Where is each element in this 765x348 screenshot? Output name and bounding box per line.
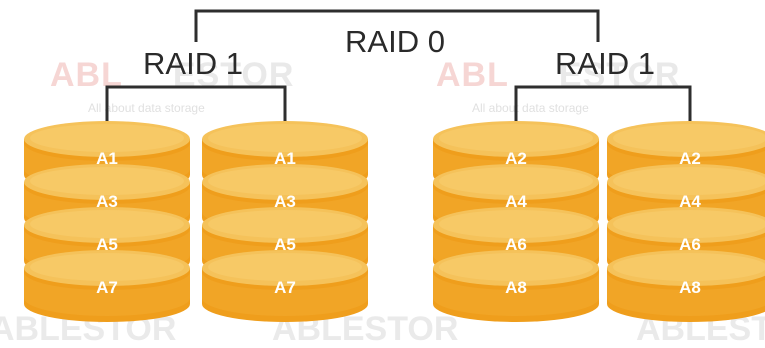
raid1-left-connector bbox=[105, 85, 287, 138]
disk-block-label: A6 bbox=[505, 235, 527, 254]
disk-block-label: A3 bbox=[96, 192, 118, 211]
disk-platter: A8 bbox=[433, 250, 599, 322]
disk-block-label: A8 bbox=[679, 278, 701, 297]
disk-block-label: A5 bbox=[96, 235, 118, 254]
disk-platter-top-highlight bbox=[439, 253, 593, 281]
disk-platter-top-highlight bbox=[30, 124, 184, 152]
disk-platter-top-highlight bbox=[30, 210, 184, 238]
disk-block-label: A7 bbox=[274, 278, 296, 297]
disk-platter-shade bbox=[24, 272, 190, 316]
disk-platter-top-highlight bbox=[613, 124, 765, 152]
disk-platter-top-highlight bbox=[613, 210, 765, 238]
connector-lines bbox=[105, 9, 692, 138]
disk-block-label: A2 bbox=[505, 149, 527, 168]
disk-platter-top-highlight bbox=[613, 253, 765, 281]
disk-platter: A8 bbox=[607, 250, 765, 322]
watermark-right-tagline: All about data storage bbox=[472, 101, 589, 115]
disk-block-label: A4 bbox=[505, 192, 527, 211]
raid0-connector bbox=[194, 9, 600, 42]
disk-platter-top-highlight bbox=[439, 167, 593, 195]
disk-block-label: A8 bbox=[505, 278, 527, 297]
disk-block-label: A7 bbox=[96, 278, 118, 297]
disk-block-label: A2 bbox=[679, 149, 701, 168]
watermark-left-tagline: All about data storage bbox=[88, 101, 205, 115]
disk-platter-top-highlight bbox=[208, 124, 362, 152]
raid0-label: RAID 0 bbox=[345, 24, 445, 59]
disk-platter-shade bbox=[607, 272, 765, 316]
disk-block-label: A5 bbox=[274, 235, 296, 254]
disk-platter-top-highlight bbox=[439, 124, 593, 152]
disk-platter-top-highlight bbox=[208, 210, 362, 238]
raid1-left-label: RAID 1 bbox=[143, 46, 243, 81]
disk-block-label: A4 bbox=[679, 192, 701, 211]
disk-platter-shade bbox=[202, 272, 368, 316]
disk-platter-top-highlight bbox=[439, 210, 593, 238]
disk-block-label: A1 bbox=[96, 149, 118, 168]
disk-platter-top-highlight bbox=[30, 253, 184, 281]
disk-block-label: A3 bbox=[274, 192, 296, 211]
disk-platter: A7 bbox=[24, 250, 190, 322]
disk-block-label: A1 bbox=[274, 149, 296, 168]
disk-platter-top-highlight bbox=[208, 253, 362, 281]
disk-platter-top-highlight bbox=[30, 167, 184, 195]
raid1-right-connector bbox=[514, 85, 692, 138]
disk-platter: A7 bbox=[202, 250, 368, 322]
disk-platter-top-highlight bbox=[613, 167, 765, 195]
disk-block-label: A6 bbox=[679, 235, 701, 254]
disk-platter-top-highlight bbox=[208, 167, 362, 195]
disk-platter-shade bbox=[433, 272, 599, 316]
raid1-right-label: RAID 1 bbox=[555, 46, 655, 81]
